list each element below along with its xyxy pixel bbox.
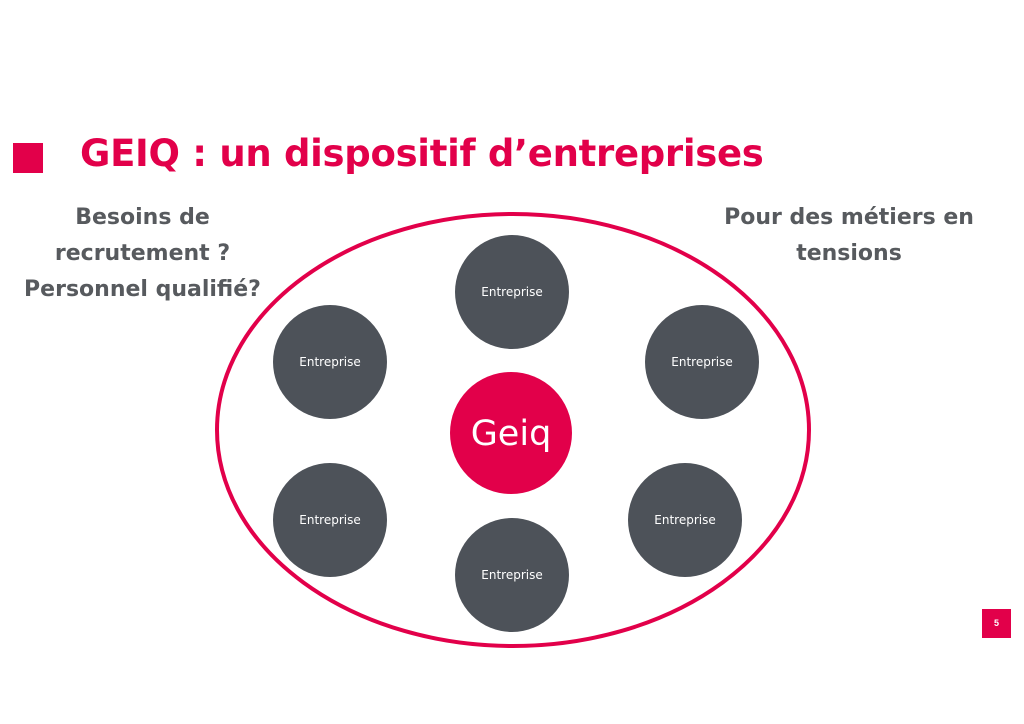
node-lower-right-circle: [628, 463, 742, 577]
right-caption: Pour des métiers en tensions: [715, 200, 983, 272]
geiq-center-label: Geiq: [471, 414, 552, 454]
node-lower-left-circle: [273, 463, 387, 577]
node-lower-left: Entreprise: [273, 463, 387, 577]
outer-ellipse: [215, 212, 811, 648]
node-top-label: Entreprise: [481, 285, 542, 299]
node-upper-left-circle: [273, 305, 387, 419]
title-bullet-square: [13, 143, 43, 173]
node-upper-right-label: Entreprise: [671, 355, 732, 369]
node-upper-right: Entreprise: [645, 305, 759, 419]
right-caption-line-1: Pour des métiers en: [724, 205, 974, 230]
node-lower-right: Entreprise: [628, 463, 742, 577]
geiq-center: Geiq: [450, 372, 572, 494]
node-bottom-label: Entreprise: [481, 568, 542, 582]
page-number-badge: 5: [982, 609, 1011, 638]
left-caption-line-3: Personnel qualifié?: [24, 277, 261, 302]
node-upper-right-circle: [645, 305, 759, 419]
geiq-center-circle: [450, 372, 572, 494]
left-caption: Besoins de recrutement ? Personnel quali…: [10, 200, 275, 308]
node-top-circle: [455, 235, 569, 349]
node-lower-left-label: Entreprise: [299, 513, 360, 527]
slide-title: GEIQ : un dispositif d’entreprises: [80, 132, 764, 175]
node-top: Entreprise: [455, 235, 569, 349]
node-lower-right-label: Entreprise: [654, 513, 715, 527]
left-caption-line-1: Besoins de: [75, 205, 210, 230]
node-upper-left: Entreprise: [273, 305, 387, 419]
left-caption-line-2: recrutement ?: [54, 241, 231, 266]
right-caption-line-2: tensions: [796, 241, 902, 266]
node-bottom-circle: [455, 518, 569, 632]
node-bottom: Entreprise: [455, 518, 569, 632]
node-upper-left-label: Entreprise: [299, 355, 360, 369]
